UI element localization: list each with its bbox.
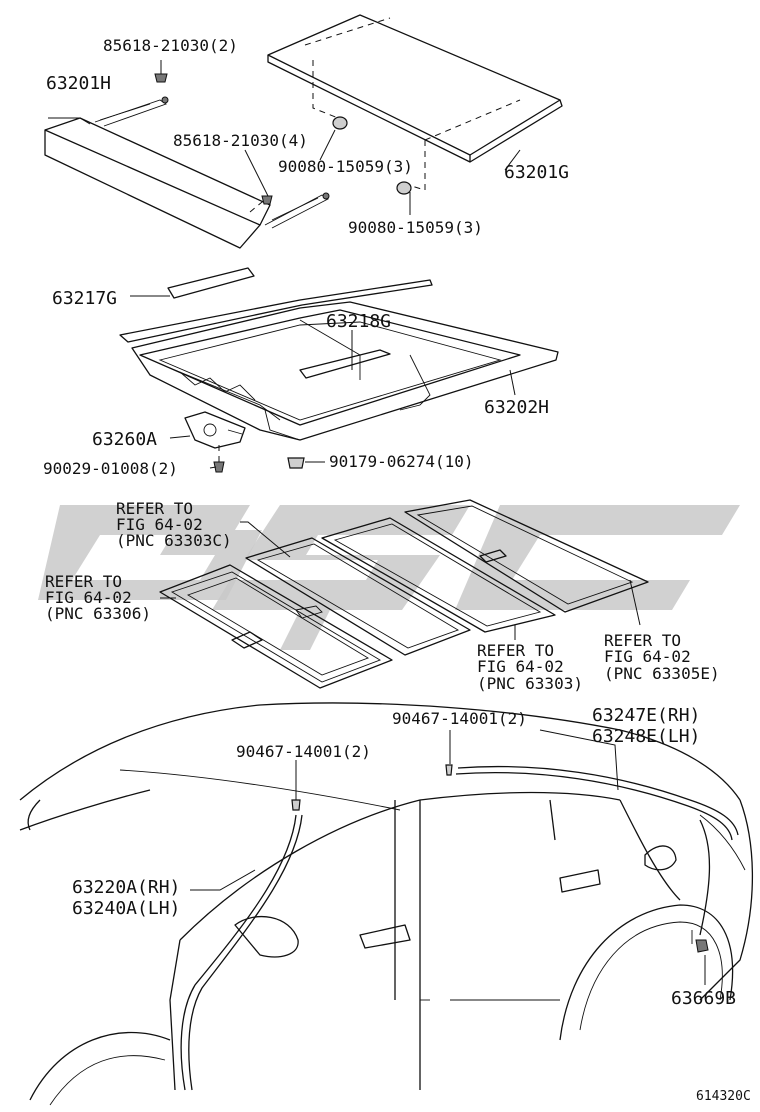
refer-c-line1: REFER TO bbox=[116, 499, 193, 518]
clip-90080-a bbox=[332, 116, 348, 130]
label-90080-b: 90080-15059(3) bbox=[348, 218, 483, 237]
label-90080-a: 90080-15059(3) bbox=[278, 157, 413, 176]
clip-90080-b bbox=[396, 181, 412, 195]
panel-63305E bbox=[404, 499, 649, 613]
roof-rail-trim bbox=[455, 765, 739, 936]
label-63248E: 63248E(LH) bbox=[592, 726, 700, 747]
refer-c-line2: FIG 64-02 bbox=[116, 515, 203, 534]
label-85618-top: 85618-21030(2) bbox=[103, 36, 238, 55]
label-63218G: 63218G bbox=[326, 311, 391, 332]
refer-303-line2: FIG 64-02 bbox=[477, 657, 564, 676]
refer-303-line1: REFER TO bbox=[477, 641, 554, 660]
label-63202H: 63202H bbox=[484, 397, 549, 418]
part-labels: 85618-21030(2) 63201H 85618-21030(4) 900… bbox=[43, 36, 751, 1104]
label-63217G: 63217G bbox=[52, 288, 117, 309]
label-90467-left: 90467-14001(2) bbox=[236, 742, 371, 761]
label-63201H: 63201H bbox=[46, 73, 111, 94]
clip-90179 bbox=[287, 457, 305, 469]
refer-306-line2: FIG 64-02 bbox=[45, 588, 132, 607]
watermark-logo bbox=[38, 505, 740, 650]
pillar-trim bbox=[180, 814, 303, 1091]
label-63260A: 63260A bbox=[92, 429, 157, 450]
sunroof-glass bbox=[267, 14, 563, 191]
panel-63303 bbox=[321, 517, 556, 633]
sunroof-motor bbox=[184, 411, 246, 449]
label-63247E: 63247E(RH) bbox=[592, 705, 700, 726]
label-90467-right: 90467-14001(2) bbox=[392, 709, 527, 728]
leader-lines bbox=[48, 117, 706, 985]
sunshade-panel bbox=[44, 96, 330, 249]
refer-305e-line2: FIG 64-02 bbox=[604, 647, 691, 666]
label-63201G: 63201G bbox=[504, 162, 569, 183]
bolt-90029 bbox=[213, 445, 225, 473]
label-85618-mid: 85618-21030(4) bbox=[173, 131, 308, 150]
label-90179: 90179-06274(10) bbox=[329, 452, 474, 471]
refer-306-line3: (PNC 63306) bbox=[45, 604, 151, 623]
figure-code: 614320C bbox=[696, 1089, 751, 1104]
label-63220A: 63220A(RH) bbox=[72, 877, 180, 898]
label-63240A: 63240A(LH) bbox=[72, 898, 180, 919]
refer-306-line1: REFER TO bbox=[45, 572, 122, 591]
refer-c-line3: (PNC 63303C) bbox=[116, 531, 232, 550]
clip-63669B bbox=[691, 930, 709, 953]
seal-63217G bbox=[167, 267, 255, 299]
refer-303-line3: (PNC 63303) bbox=[477, 674, 583, 693]
label-90029: 90029-01008(2) bbox=[43, 459, 178, 478]
refer-305e-line3: (PNC 63305E) bbox=[604, 664, 720, 683]
clip-90467-right bbox=[445, 764, 453, 776]
car-body-outline bbox=[19, 702, 754, 1106]
panel-63303C bbox=[245, 537, 471, 656]
sunroof-frame bbox=[119, 279, 559, 441]
screw-85618-top bbox=[154, 60, 168, 83]
panel-63306 bbox=[159, 564, 393, 689]
screw-85618-mid bbox=[244, 149, 273, 205]
refer-305e-line1: REFER TO bbox=[604, 631, 681, 650]
label-63669B: 63669B bbox=[671, 988, 736, 1009]
clip-90467-left bbox=[291, 799, 301, 811]
